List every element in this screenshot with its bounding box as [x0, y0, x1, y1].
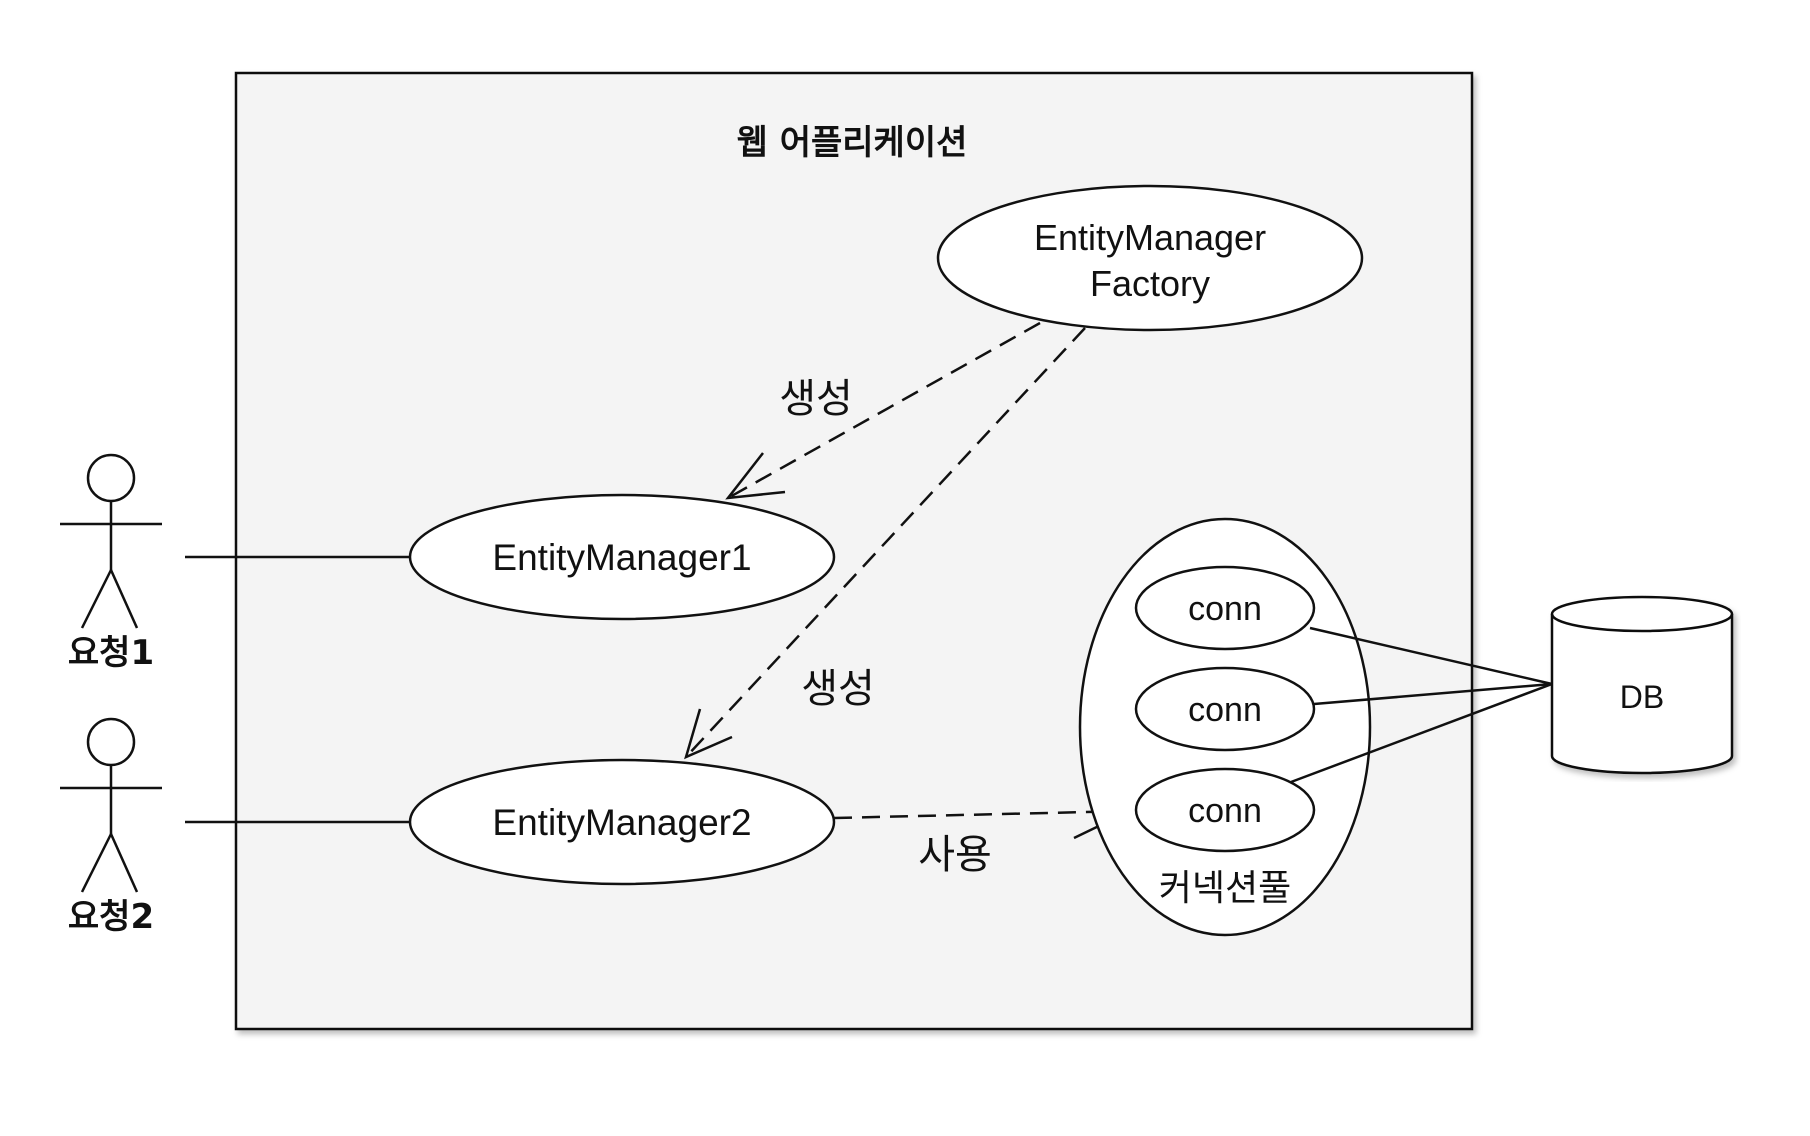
conn-label-1: conn — [1188, 590, 1262, 628]
conn-node-2 — [1134, 666, 1316, 752]
conn-node-3 — [1134, 767, 1316, 853]
use-label: 사용 — [918, 832, 992, 878]
database-node — [1550, 595, 1734, 775]
connection-pool-label: 커넥션풀 — [1159, 868, 1291, 909]
entity-manager-1-label: EntityManager1 — [492, 537, 751, 578]
conn-label-2: conn — [1188, 691, 1262, 729]
create-label-2: 생성 — [801, 666, 875, 712]
create-arrow-1 — [725, 321, 1041, 500]
factory-label-line1: EntityManager — [1034, 217, 1266, 258]
actor-1-label: 요청1 — [68, 633, 154, 673]
create-arrow-2 — [684, 327, 1086, 760]
entity-manager-2-label: EntityManager2 — [492, 802, 751, 843]
database-label: DB — [1620, 679, 1664, 715]
actor-2-label: 요청2 — [68, 897, 154, 937]
conn-node-1 — [1134, 565, 1316, 651]
create-label-1: 생성 — [779, 376, 853, 422]
entity-manager-factory-node — [936, 184, 1364, 332]
container-title: 웹 어플리케이션 — [737, 123, 968, 163]
actor-2-icon — [60, 717, 162, 893]
db-connection-lines — [1290, 626, 1553, 784]
conn-label-3: conn — [1188, 792, 1262, 830]
factory-label-line2: Factory — [1090, 263, 1210, 304]
actor-1-icon — [60, 453, 162, 629]
